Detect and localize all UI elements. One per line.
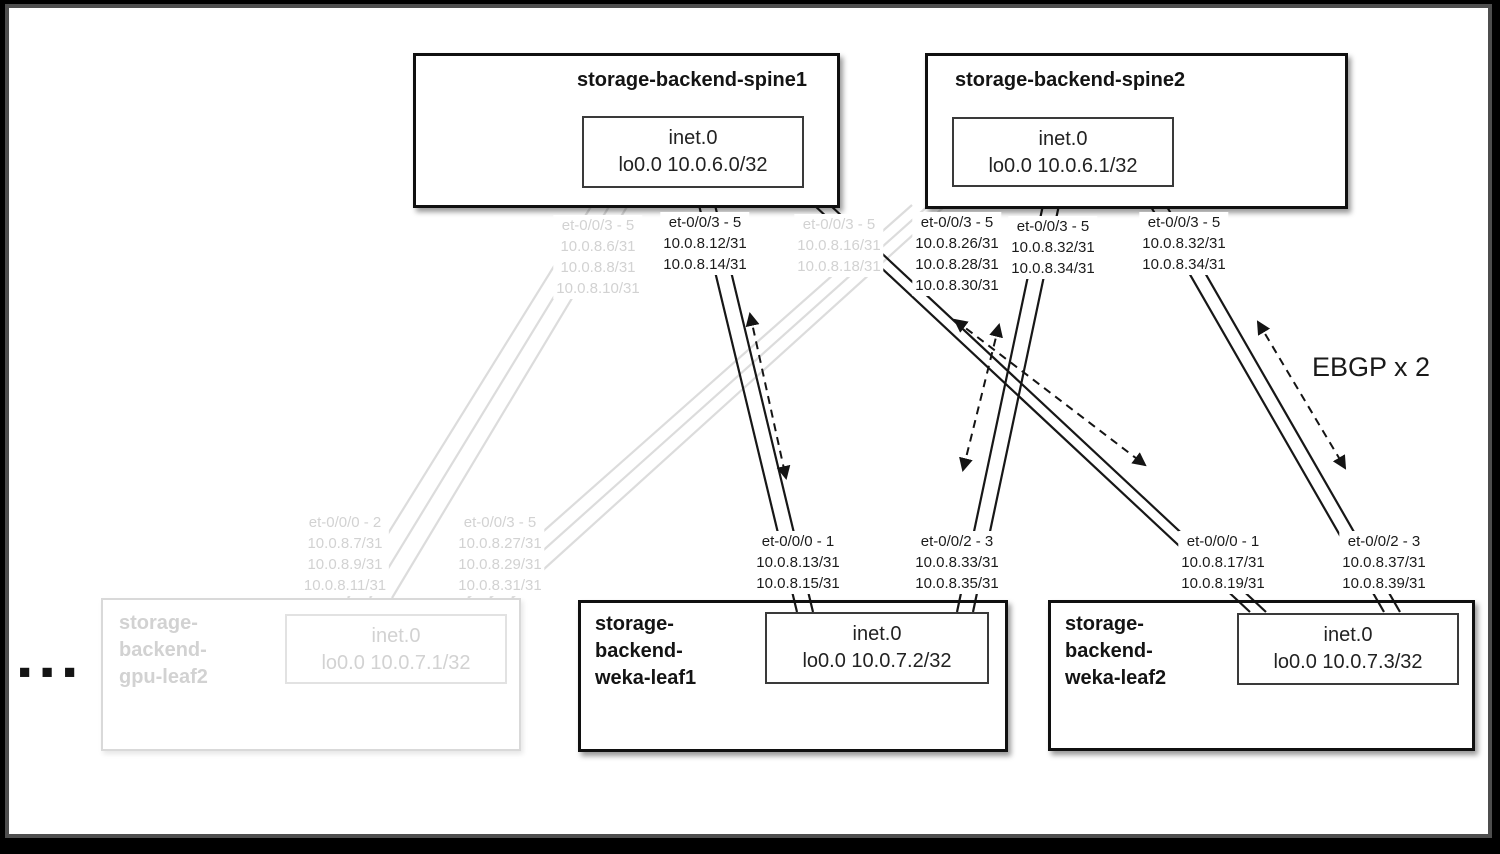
node-storage-backend-weka-leaf1: storage- backend- weka-leaf1 inet.0 lo0.…	[578, 600, 1008, 752]
loopback-address: lo0.0 10.0.7.2/32	[802, 650, 952, 672]
node-storage-backend-gpu-leaf2: storage- backend- gpu-leaf2 inet.0 lo0.0…	[101, 598, 521, 751]
node-storage-backend-spine1: storage-backend-spine1 inet.0 lo0.0 10.0…	[413, 53, 840, 208]
routing-table-name: inet.0	[371, 625, 421, 647]
routing-table-name: inet.0	[668, 127, 718, 149]
node-storage-backend-spine2: storage-backend-spine2 inet.0 lo0.0 10.0…	[925, 53, 1348, 209]
ebgp-session-arrow-spine2-leaf2	[1256, 320, 1347, 470]
routing-table-box-spine2: inet.0 lo0.0 10.0.6.1/32	[952, 117, 1174, 187]
loopback-address: lo0.0 10.0.6.1/32	[988, 155, 1138, 177]
ebgp-x2-label: EBGP x 2	[1312, 352, 1431, 382]
loopback-address: lo0.0 10.0.7.1/32	[321, 652, 471, 674]
routing-table-name: inet.0	[1038, 128, 1088, 150]
link-spine2-weka-leaf2	[1149, 204, 1401, 613]
node-title: storage- backend- gpu-leaf2	[119, 612, 208, 688]
ebgp-session-arrow-spine2-leaf1	[959, 322, 1003, 473]
ebgp-session-arrow-spine1-leaf2	[953, 318, 1147, 467]
routing-table-box-spine1: inet.0 lo0.0 10.0.6.0/32	[582, 116, 804, 188]
node-title: storage-backend-spine1	[576, 69, 808, 91]
node-title: storage-backend-spine2	[955, 69, 1186, 91]
link-spine1-weka-leaf1	[697, 204, 815, 613]
ebgp-session-arrow-spine1-leaf1	[745, 311, 791, 481]
routing-table-name: inet.0	[1323, 624, 1373, 646]
link-spine1-weka-leaf2	[813, 204, 1267, 613]
node-title: storage- backend- weka-leaf1	[595, 613, 697, 689]
link-spine1-gpu-leaf2	[347, 204, 629, 599]
diagram-canvas: storage-backend-spine1 inet.0 lo0.0 10.0…	[5, 4, 1492, 838]
routing-table-box-weka-leaf1: inet.0 lo0.0 10.0.7.2/32	[765, 612, 989, 684]
routing-table-box-gpu-leaf2: inet.0 lo0.0 10.0.7.1/32	[285, 614, 507, 684]
routing-table-name: inet.0	[852, 623, 902, 645]
more-nodes-ellipsis-icon: ■■■	[19, 662, 87, 683]
routing-table-box-weka-leaf2: inet.0 lo0.0 10.0.7.3/32	[1237, 613, 1459, 685]
link-spine2-weka-leaf1	[955, 204, 1061, 613]
loopback-address: lo0.0 10.0.6.0/32	[618, 154, 768, 176]
node-storage-backend-weka-leaf2: storage- backend- weka-leaf2 inet.0 lo0.…	[1048, 600, 1475, 751]
node-title: storage- backend- weka-leaf2	[1065, 613, 1167, 689]
link-spine2-gpu-leaf2	[467, 204, 947, 599]
loopback-address: lo0.0 10.0.7.3/32	[1273, 651, 1423, 673]
